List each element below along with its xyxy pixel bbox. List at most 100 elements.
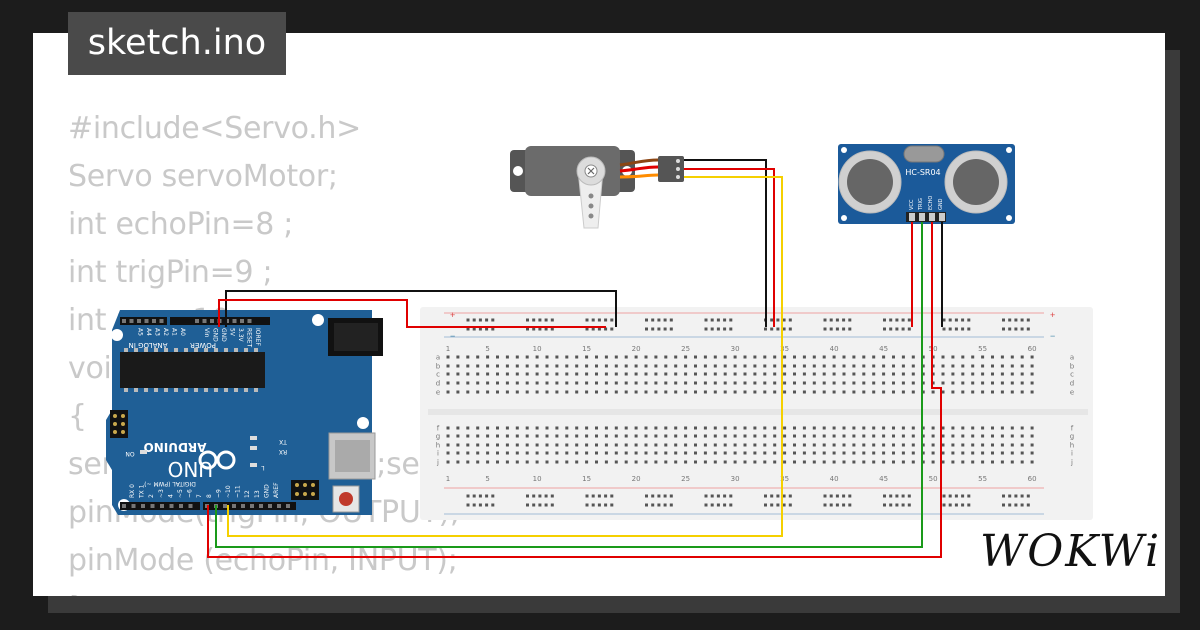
rail-hole[interactable] <box>550 494 554 498</box>
rail-hole[interactable] <box>663 318 667 322</box>
breadboard-hole[interactable] <box>743 381 747 385</box>
header-hole[interactable] <box>241 504 245 508</box>
wire-trig[interactable] <box>215 222 923 548</box>
breadboard-hole[interactable] <box>525 426 529 430</box>
breadboard-hole[interactable] <box>783 381 787 385</box>
rail-hole[interactable] <box>907 503 911 507</box>
rail-hole[interactable] <box>585 494 589 498</box>
rail-hole[interactable] <box>491 503 495 507</box>
breadboard-hole[interactable] <box>812 460 816 464</box>
breadboard-hole[interactable] <box>951 426 955 430</box>
breadboard-hole[interactable] <box>892 451 895 455</box>
breadboard-hole[interactable] <box>486 460 490 464</box>
breadboard-hole[interactable] <box>822 381 826 385</box>
breadboard-hole[interactable] <box>872 426 876 430</box>
breadboard-hole[interactable] <box>981 434 985 438</box>
breadboard-hole[interactable] <box>614 355 618 359</box>
breadboard-hole[interactable] <box>585 443 589 447</box>
breadboard-hole[interactable] <box>1000 355 1004 359</box>
breadboard-hole[interactable] <box>931 443 935 447</box>
breadboard-hole[interactable] <box>812 434 816 438</box>
breadboard-hole[interactable] <box>1000 364 1004 368</box>
breadboard-hole[interactable] <box>595 443 598 447</box>
breadboard-hole[interactable] <box>565 372 569 376</box>
breadboard-hole[interactable] <box>852 364 856 368</box>
breadboard-hole[interactable] <box>664 460 668 464</box>
header-hole[interactable] <box>202 319 207 323</box>
breadboard-hole[interactable] <box>743 364 747 368</box>
breadboard-hole[interactable] <box>654 434 658 438</box>
breadboard-hole[interactable] <box>496 451 499 455</box>
rail-hole[interactable] <box>883 327 886 331</box>
rail-hole[interactable] <box>942 494 946 498</box>
rail-hole[interactable] <box>842 327 846 331</box>
breadboard-hole[interactable] <box>723 426 727 430</box>
rail-hole[interactable] <box>788 318 792 322</box>
breadboard-hole[interactable] <box>753 390 757 394</box>
rail-hole[interactable] <box>597 318 601 322</box>
breadboard-hole[interactable] <box>446 381 450 385</box>
breadboard-hole[interactable] <box>1020 460 1024 464</box>
breadboard-hole[interactable] <box>466 381 470 385</box>
breadboard-hole[interactable] <box>486 451 490 455</box>
breadboard-hole[interactable] <box>684 372 688 376</box>
rail-hole[interactable] <box>889 327 893 331</box>
breadboard-hole[interactable] <box>565 451 569 455</box>
wire-5v-to-rail[interactable] <box>218 299 606 328</box>
breadboard-hole[interactable] <box>595 451 598 455</box>
breadboard-hole[interactable] <box>773 426 777 430</box>
breadboard-hole[interactable] <box>723 372 727 376</box>
breadboard-hole[interactable] <box>585 372 589 376</box>
breadboard-hole[interactable] <box>634 460 638 464</box>
breadboard-hole[interactable] <box>812 381 816 385</box>
breadboard-hole[interactable] <box>991 451 994 455</box>
breadboard-hole[interactable] <box>1020 426 1024 430</box>
breadboard-hole[interactable] <box>882 372 886 376</box>
breadboard-hole[interactable] <box>852 372 856 376</box>
breadboard-hole[interactable] <box>812 443 816 447</box>
breadboard-hole[interactable] <box>991 390 994 394</box>
breadboard-hole[interactable] <box>644 364 648 368</box>
breadboard-hole[interactable] <box>575 381 579 385</box>
rail-hole[interactable] <box>776 318 780 322</box>
breadboard-hole[interactable] <box>822 355 826 359</box>
rail-hole[interactable] <box>669 503 673 507</box>
breadboard-hole[interactable] <box>595 426 598 430</box>
rail-hole[interactable] <box>835 327 839 331</box>
rail-hole[interactable] <box>1026 327 1030 331</box>
breadboard-hole[interactable] <box>535 443 539 447</box>
breadboard-hole[interactable] <box>921 364 925 368</box>
breadboard-hole[interactable] <box>694 372 697 376</box>
breadboard-hole[interactable] <box>1000 381 1004 385</box>
breadboard-hole[interactable] <box>872 460 876 464</box>
breadboard-hole[interactable] <box>585 381 589 385</box>
rail-hole[interactable] <box>942 318 946 322</box>
rail-hole[interactable] <box>1002 318 1005 322</box>
breadboard-hole[interactable] <box>1030 355 1034 359</box>
breadboard-hole[interactable] <box>1030 390 1034 394</box>
rail-hole[interactable] <box>1008 327 1012 331</box>
breadboard-hole[interactable] <box>991 364 994 368</box>
breadboard-hole[interactable] <box>812 372 816 376</box>
breadboard-hole[interactable] <box>446 451 450 455</box>
rail-hole[interactable] <box>478 327 482 331</box>
header-hole[interactable] <box>160 504 164 508</box>
rail-hole[interactable] <box>466 503 470 507</box>
wire-servo-vcc[interactable] <box>684 168 775 327</box>
breadboard-hole[interactable] <box>802 355 806 359</box>
breadboard-hole[interactable] <box>981 460 985 464</box>
breadboard-hole[interactable] <box>456 390 460 394</box>
breadboard-hole[interactable] <box>624 372 628 376</box>
rail-hole[interactable] <box>657 494 661 498</box>
breadboard-hole[interactable] <box>575 426 579 430</box>
rail-hole[interactable] <box>883 494 886 498</box>
breadboard-hole[interactable] <box>703 434 707 438</box>
breadboard-hole[interactable] <box>941 443 945 447</box>
breadboard-hole[interactable] <box>892 434 895 438</box>
breadboard-hole[interactable] <box>604 372 608 376</box>
breadboard-hole[interactable] <box>773 381 777 385</box>
breadboard-hole[interactable] <box>535 390 539 394</box>
rail-hole[interactable] <box>776 494 780 498</box>
breadboard-hole[interactable] <box>654 390 658 394</box>
rail-hole[interactable] <box>532 494 536 498</box>
